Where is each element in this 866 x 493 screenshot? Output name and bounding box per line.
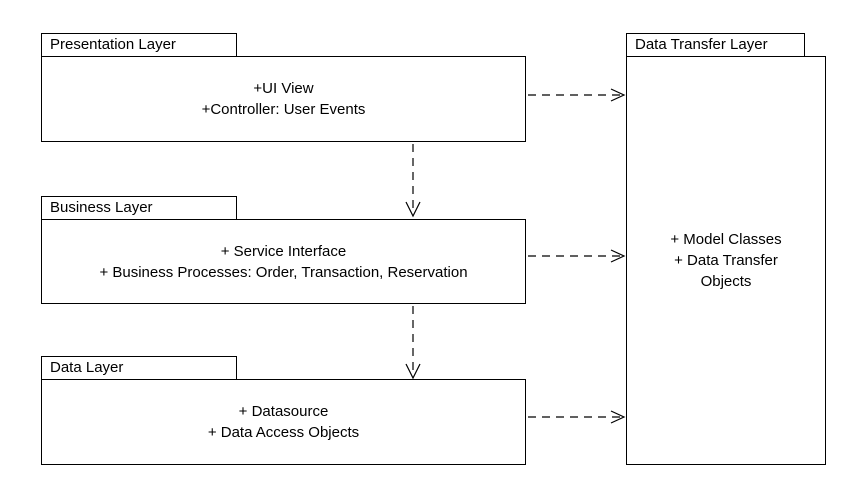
presentation-layer-line: +UI View [253,80,314,97]
data-layer-line: + Datasource [238,403,329,420]
presentation-layer-tab: Presentation Layer [41,33,237,57]
data-transfer-layer-line: Objects [700,273,752,290]
arrow-data-to-transfer [528,410,626,424]
data-layer-tab: Data Layer [41,356,237,380]
data-layer-line: + Data Access Objects [207,424,360,441]
data-transfer-layer-title: Data Transfer Layer [635,36,768,53]
business-layer-line: + Business Processes: Order, Transaction… [99,263,468,281]
data-layer-title: Data Layer [50,359,124,376]
arrow-presentation-to-business [405,144,421,218]
data-transfer-layer-line: + Model Classes [670,231,782,248]
arrow-presentation-to-transfer [528,88,626,102]
presentation-layer-box: +UI View +Controller: User Events [41,56,526,142]
arrow-business-to-transfer [528,249,626,263]
data-transfer-layer-box: + Model Classes + Data Transfer Objects [626,56,826,465]
business-layer-box: + Service Interface + Business Processes… [41,219,526,304]
presentation-layer-title: Presentation Layer [50,36,176,53]
business-layer-tab: Business Layer [41,196,237,220]
data-transfer-layer-tab: Data Transfer Layer [626,33,805,57]
data-transfer-layer-line: + Data Transfer [674,252,778,269]
presentation-layer-line: +Controller: User Events [201,101,366,118]
arrow-business-to-data [405,306,421,380]
business-layer-title: Business Layer [50,199,153,216]
business-layer-line: + Service Interface [220,242,347,260]
data-layer-box: + Datasource + Data Access Objects [41,379,526,465]
